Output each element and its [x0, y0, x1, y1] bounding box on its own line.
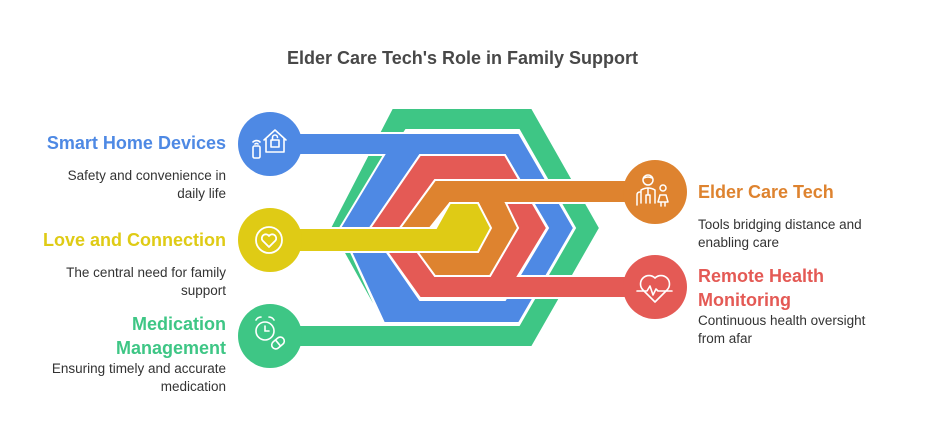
diagram-title: Elder Care Tech's Role in Family Support [286, 48, 639, 68]
smart-home-devices-description: Safety and convenience in daily life [26, 167, 226, 203]
desc-line: Continuous health oversight [698, 313, 866, 328]
remote-health-monitoring-title: Remote Health Monitoring [698, 264, 824, 312]
desc-line: The central need for family [66, 265, 226, 280]
desc-line: Safety and convenience in [67, 168, 226, 183]
elder-care-icon-circle [623, 160, 687, 224]
elder-care-tech-title: Elder Care Tech [698, 182, 834, 202]
elder-and-child-icon [636, 174, 669, 207]
desc-line: medication [160, 379, 226, 394]
love-and-connection-title: Love and Connection [42, 230, 226, 250]
desc-line: Ensuring timely and accurate [51, 361, 226, 376]
desc-line: from afar [698, 331, 753, 346]
title-line: Remote Health [698, 266, 825, 286]
smart-home-devices-title: Smart Home Devices [46, 133, 226, 153]
smart-home-lock-icon [252, 129, 287, 159]
yellow-center-hex [269, 202, 493, 253]
medication-icon-circle [238, 304, 302, 368]
love-connection-icon-circle [238, 208, 302, 272]
title-line: Medication [131, 314, 226, 334]
desc-line: enabling care [698, 235, 780, 250]
medication-management-title: Medication Management [116, 312, 226, 360]
remote-health-icon-circle [623, 255, 687, 319]
desc-line: Tools bridging distance and [698, 217, 862, 232]
desc-line: daily life [177, 186, 226, 201]
heart-icon [255, 226, 283, 254]
heart-pulse-icon [636, 274, 673, 303]
remote-health-monitoring-description: Continuous health oversight from afar [698, 312, 918, 348]
desc-line: support [180, 283, 226, 298]
title-line: Monitoring [698, 290, 791, 310]
smart-home-icon-circle [238, 112, 302, 176]
medication-management-description: Ensuring timely and accurate medication [6, 360, 226, 396]
love-and-connection-description: The central need for family support [26, 264, 226, 300]
title-line: Management [115, 338, 226, 358]
alarm-clock-pill-icon [255, 316, 286, 350]
elder-care-tech-description: Tools bridging distance and enabling car… [698, 216, 918, 252]
